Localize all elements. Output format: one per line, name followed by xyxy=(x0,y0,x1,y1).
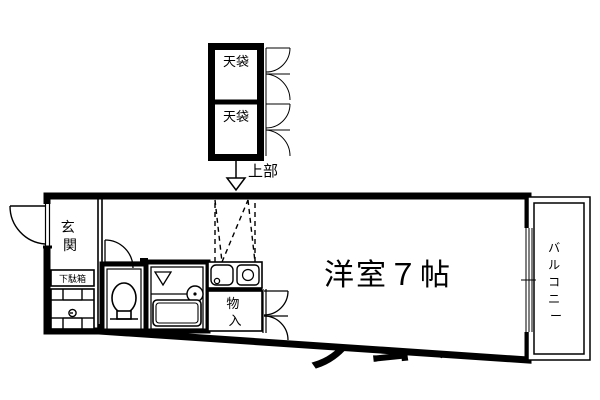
storage-closet-label: 物 入 xyxy=(226,297,243,329)
storage-closet-outline xyxy=(207,290,263,332)
overhead-closet-inner-outline xyxy=(214,49,258,155)
upper-part-caption: 上部 xyxy=(248,162,278,180)
tenbukuro-label-upper-2 xyxy=(229,71,242,86)
interior-partitions xyxy=(98,258,148,328)
balcony-label: バ ル コ ニ ー xyxy=(548,241,564,323)
washing-machine-drum-icon xyxy=(241,268,255,282)
entrance-door-swing[interactable] xyxy=(9,204,52,249)
overhead-closet-group: 天袋 天袋 上部 xyxy=(208,43,291,192)
balcony-sliding-door[interactable] xyxy=(521,228,536,332)
bathroom-group xyxy=(143,259,211,334)
shower-head-icon xyxy=(153,271,173,287)
overhead-closet-door-swings xyxy=(265,47,291,157)
shoe-box-knob-icon xyxy=(68,308,77,318)
entrance-label: 玄 関 xyxy=(61,219,79,254)
washing-machine-icon xyxy=(236,264,260,286)
bathroom-inner xyxy=(150,266,204,330)
shoe-box-group: 下駄箱 xyxy=(50,269,95,330)
toilet-door-swing[interactable] xyxy=(104,239,140,269)
overhead-storage-projection xyxy=(214,199,256,263)
shoe-box-label: 下駄箱 xyxy=(59,273,86,285)
tenbukuro-label-upper-1: 天袋 xyxy=(223,55,249,70)
tenbukuro-label-lower-1: 天袋 xyxy=(223,110,249,125)
toilet-bowl-icon xyxy=(111,282,137,314)
bathtub-inner-icon xyxy=(155,302,199,324)
shoe-box-upper xyxy=(50,269,95,287)
balcony-group: バ ル コ ニ ー xyxy=(527,196,591,361)
toilet-base-icon xyxy=(116,310,132,320)
bathtub-icon xyxy=(152,299,202,327)
toilet-room-inner xyxy=(106,268,142,332)
toilet-room-group xyxy=(99,239,149,334)
wash-area-group xyxy=(207,261,263,294)
balcony-inner xyxy=(533,202,585,355)
washbasin-icon xyxy=(210,264,234,286)
balcony-outer xyxy=(527,196,591,361)
entrance-door-arc xyxy=(9,205,46,245)
bath-faucet-dot xyxy=(193,292,197,296)
upper-part-arrow-icon xyxy=(225,177,247,192)
entrance-door-opening xyxy=(43,204,52,248)
storage-closet-door-swings[interactable] xyxy=(262,289,289,341)
storage-closet-group: 物 入 xyxy=(207,289,289,341)
main-room-label: 洋室７帖 xyxy=(324,258,452,293)
washbasin-drain-icon xyxy=(213,277,221,285)
